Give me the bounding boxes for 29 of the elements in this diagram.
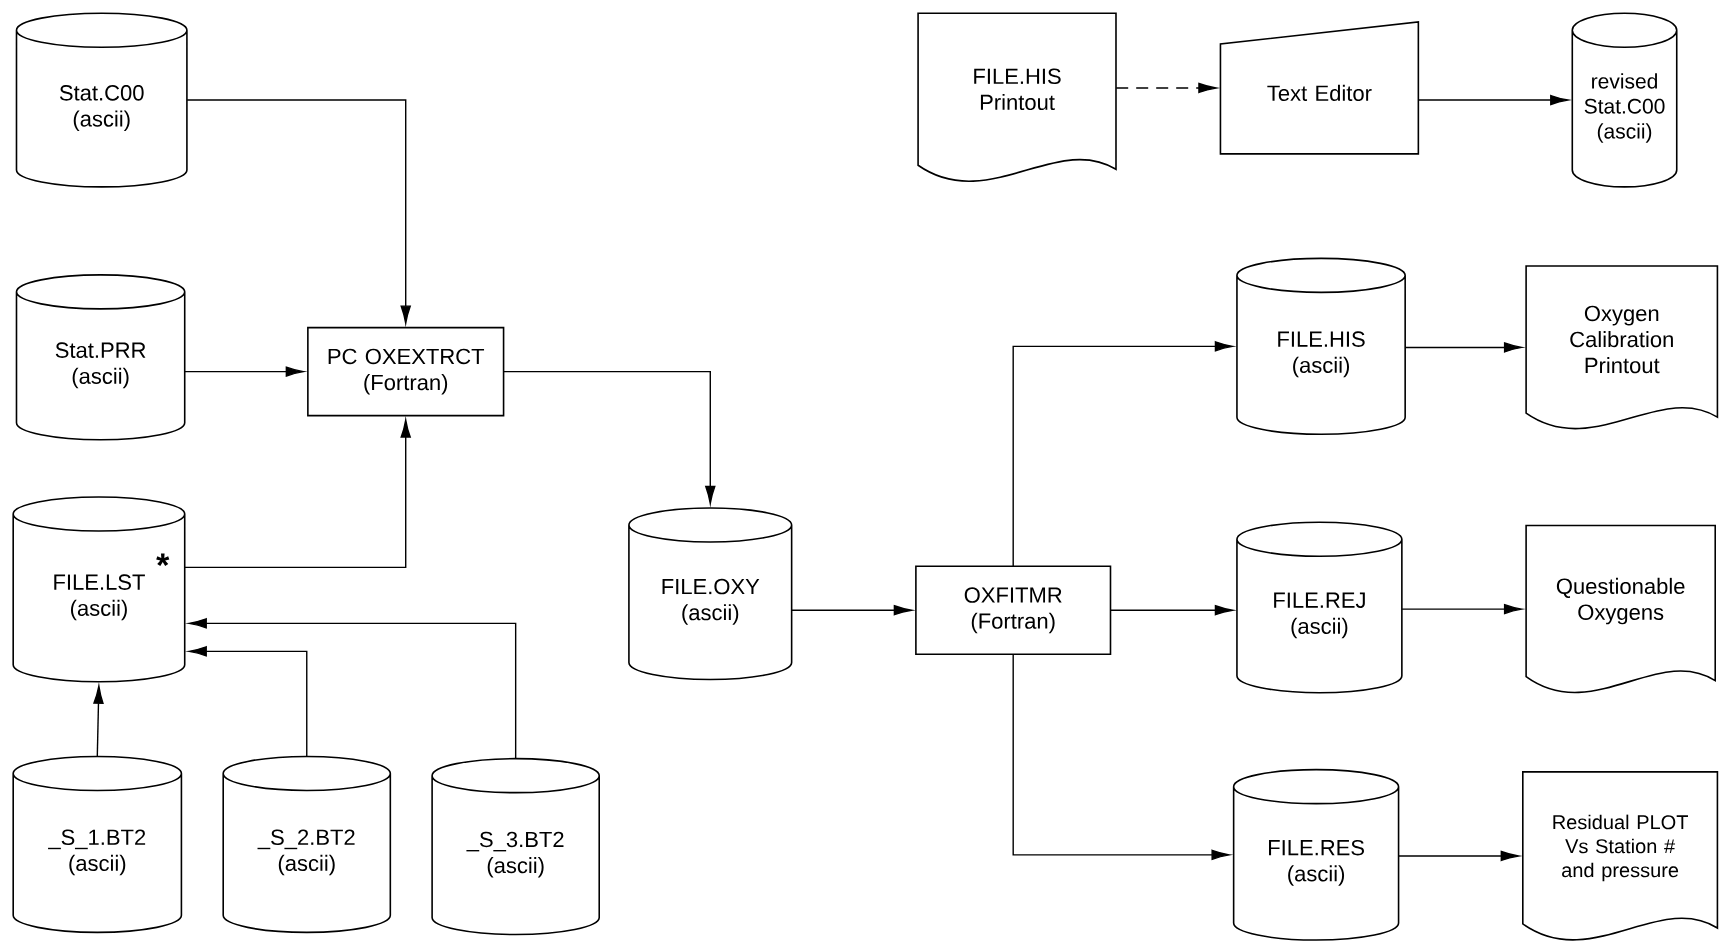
storage-cylinder: _S_3.BT2 (ascii) [431,757,601,936]
arrow [1115,82,1217,94]
arrow [1398,850,1520,862]
arrow [1012,653,1230,861]
arrow [188,618,517,760]
storage-cylinder: FILE.RES (ascii) [1232,768,1400,941]
arrow [184,366,305,377]
arrow [1417,94,1569,106]
arrow [1012,341,1234,567]
storage-cylinder: FILE.REJ (ascii) [1236,521,1403,694]
storage-cylinder: revised Stat.C00 (ascii) [1571,12,1678,188]
arrow [503,370,716,505]
storage-cylinder: _S_1.BT2 (ascii) [12,755,183,934]
arrow [1404,342,1523,353]
storage-cylinder: _S_2.BT2 (ascii) [222,755,392,934]
process-box: PC OXEXTRCT (Fortran) [307,326,505,417]
arrow [93,685,104,757]
arrow [186,99,411,324]
arrow [188,646,308,757]
arrow [184,419,411,569]
storage-cylinder: Stat.PRR (ascii) [15,274,186,441]
storage-cylinder: FILE.LST (ascii) * [12,496,186,683]
arrow [1110,605,1234,616]
arrow [1401,603,1523,615]
process-box: OXFITMR (Fortran) [915,565,1112,655]
arrow [791,605,913,616]
storage-cylinder: FILE.OXY (ascii) [628,507,793,681]
storage-cylinder: Stat.C00 (ascii) [15,12,188,188]
storage-cylinder: FILE.HIS (ascii) [1236,257,1406,436]
